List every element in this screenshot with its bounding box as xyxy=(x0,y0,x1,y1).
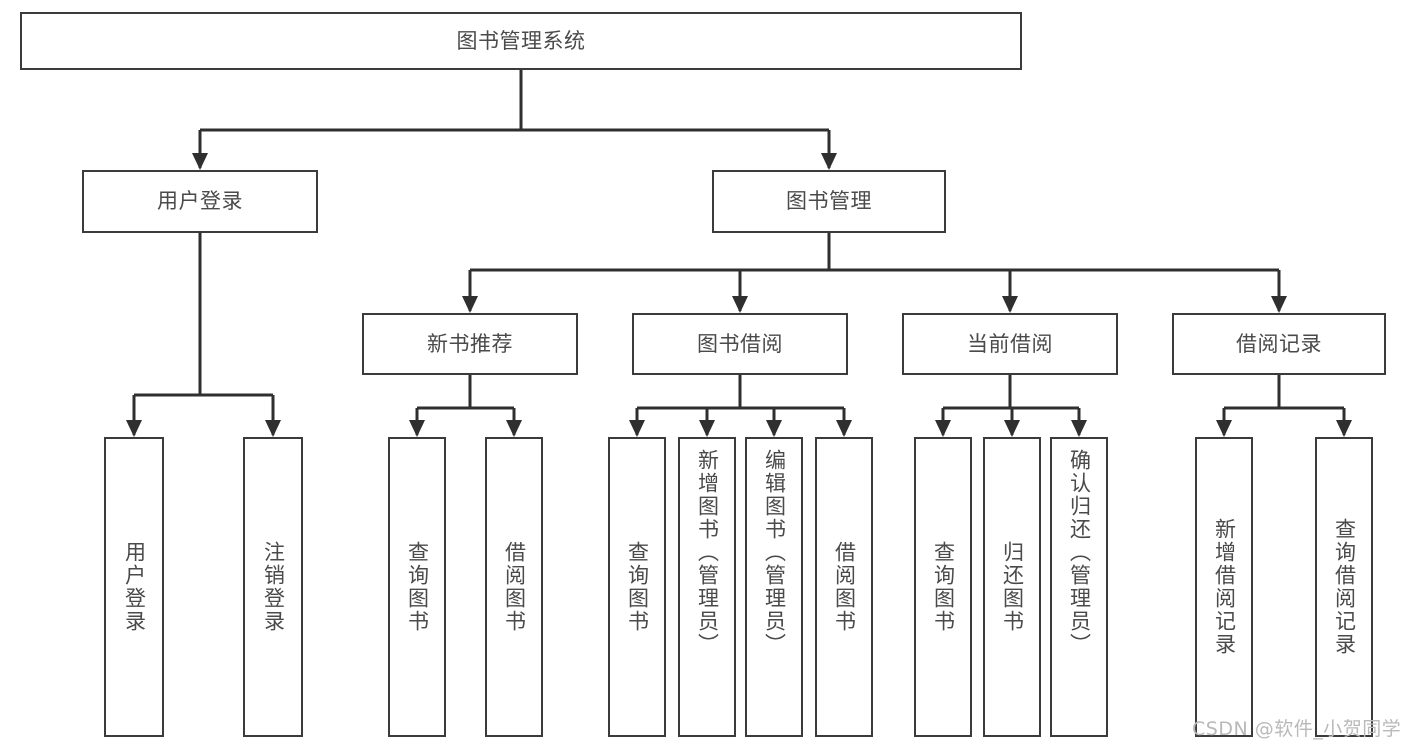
node-user-login[interactable]: 用户登录 xyxy=(82,170,318,233)
node-label: 新增图书（管理员） xyxy=(695,449,720,656)
edge-arrowhead-book-manage-2 xyxy=(1002,296,1018,313)
edge-arrowhead-new-book-recommend-1 xyxy=(506,420,522,437)
node-leaf-edit-book[interactable]: 编辑图书（管理员） xyxy=(745,437,803,737)
node-label: 注销登录 xyxy=(261,541,286,633)
node-label: 归还图书 xyxy=(1000,541,1025,633)
node-label: 查询借阅记录 xyxy=(1332,518,1357,656)
edge-arrowhead-current-borrow-0 xyxy=(935,420,951,437)
node-label: 当前借阅 xyxy=(967,331,1053,356)
node-label: 借阅图书 xyxy=(502,541,527,633)
node-leaf-user-login[interactable]: 用户登录 xyxy=(104,437,164,737)
edge-arrowhead-borrow-record-0 xyxy=(1216,420,1232,437)
node-borrow-record[interactable]: 借阅记录 xyxy=(1172,313,1386,375)
edge-arrowhead-borrow-record-1 xyxy=(1336,420,1352,437)
node-leaf-return-book[interactable]: 归还图书 xyxy=(983,437,1041,737)
node-leaf-query-book-current[interactable]: 查询图书 xyxy=(914,437,972,737)
node-label: 图书借阅 xyxy=(697,331,783,356)
node-leaf-borrow-book-recommend[interactable]: 借阅图书 xyxy=(485,437,543,737)
edge-arrowhead-book-manage-3 xyxy=(1271,296,1287,313)
node-label: 用户登录 xyxy=(157,189,243,214)
node-label: 借阅记录 xyxy=(1236,331,1322,356)
edge-arrowhead-root-1 xyxy=(821,153,837,170)
node-leaf-confirm-return[interactable]: 确认归还（管理员） xyxy=(1050,437,1108,737)
edge-arrowhead-current-borrow-2 xyxy=(1071,420,1087,437)
edge-arrowhead-book-manage-0 xyxy=(462,296,478,313)
node-label: 新书推荐 xyxy=(427,331,513,356)
node-book-manage[interactable]: 图书管理 xyxy=(712,170,946,233)
node-leaf-borrow-book[interactable]: 借阅图书 xyxy=(815,437,873,737)
node-leaf-query-book-borrow[interactable]: 查询图书 xyxy=(608,437,666,737)
node-leaf-logout[interactable]: 注销登录 xyxy=(243,437,303,737)
edge-arrowhead-book-borrow-1 xyxy=(699,420,715,437)
node-leaf-add-book[interactable]: 新增图书（管理员） xyxy=(678,437,736,737)
node-root[interactable]: 图书管理系统 xyxy=(20,12,1022,70)
edge-arrowhead-user-login-0 xyxy=(126,420,142,437)
node-label: 图书管理系统 xyxy=(456,28,586,53)
edge-arrowhead-book-borrow-3 xyxy=(836,420,852,437)
edge-arrowhead-book-borrow-2 xyxy=(766,420,782,437)
node-new-book-recommend[interactable]: 新书推荐 xyxy=(362,313,578,375)
edge-arrowhead-new-book-recommend-0 xyxy=(409,420,425,437)
node-label: 借阅图书 xyxy=(832,541,857,633)
node-leaf-query-record[interactable]: 查询借阅记录 xyxy=(1315,437,1373,737)
edge-arrowhead-current-borrow-1 xyxy=(1004,420,1020,437)
node-current-borrow[interactable]: 当前借阅 xyxy=(902,313,1118,375)
node-label: 图书管理 xyxy=(786,189,872,214)
node-label: 查询图书 xyxy=(931,541,956,633)
node-label: 新增借阅记录 xyxy=(1212,518,1237,656)
node-book-borrow[interactable]: 图书借阅 xyxy=(632,313,848,375)
node-label: 查询图书 xyxy=(405,541,430,633)
node-label: 确认归还（管理员） xyxy=(1067,449,1092,656)
edge-arrowhead-root-0 xyxy=(192,153,208,170)
edge-arrowhead-user-login-1 xyxy=(265,420,281,437)
node-leaf-query-book-recommend[interactable]: 查询图书 xyxy=(388,437,446,737)
edge-arrowhead-book-borrow-0 xyxy=(629,420,645,437)
csdn-watermark: CSDN @软件_小贺同学 xyxy=(1192,718,1402,740)
node-label: 用户登录 xyxy=(122,541,147,633)
node-label: 查询图书 xyxy=(625,541,650,633)
node-label: 编辑图书（管理员） xyxy=(762,449,787,656)
edge-arrowhead-book-manage-1 xyxy=(732,296,748,313)
node-leaf-add-record[interactable]: 新增借阅记录 xyxy=(1195,437,1253,737)
